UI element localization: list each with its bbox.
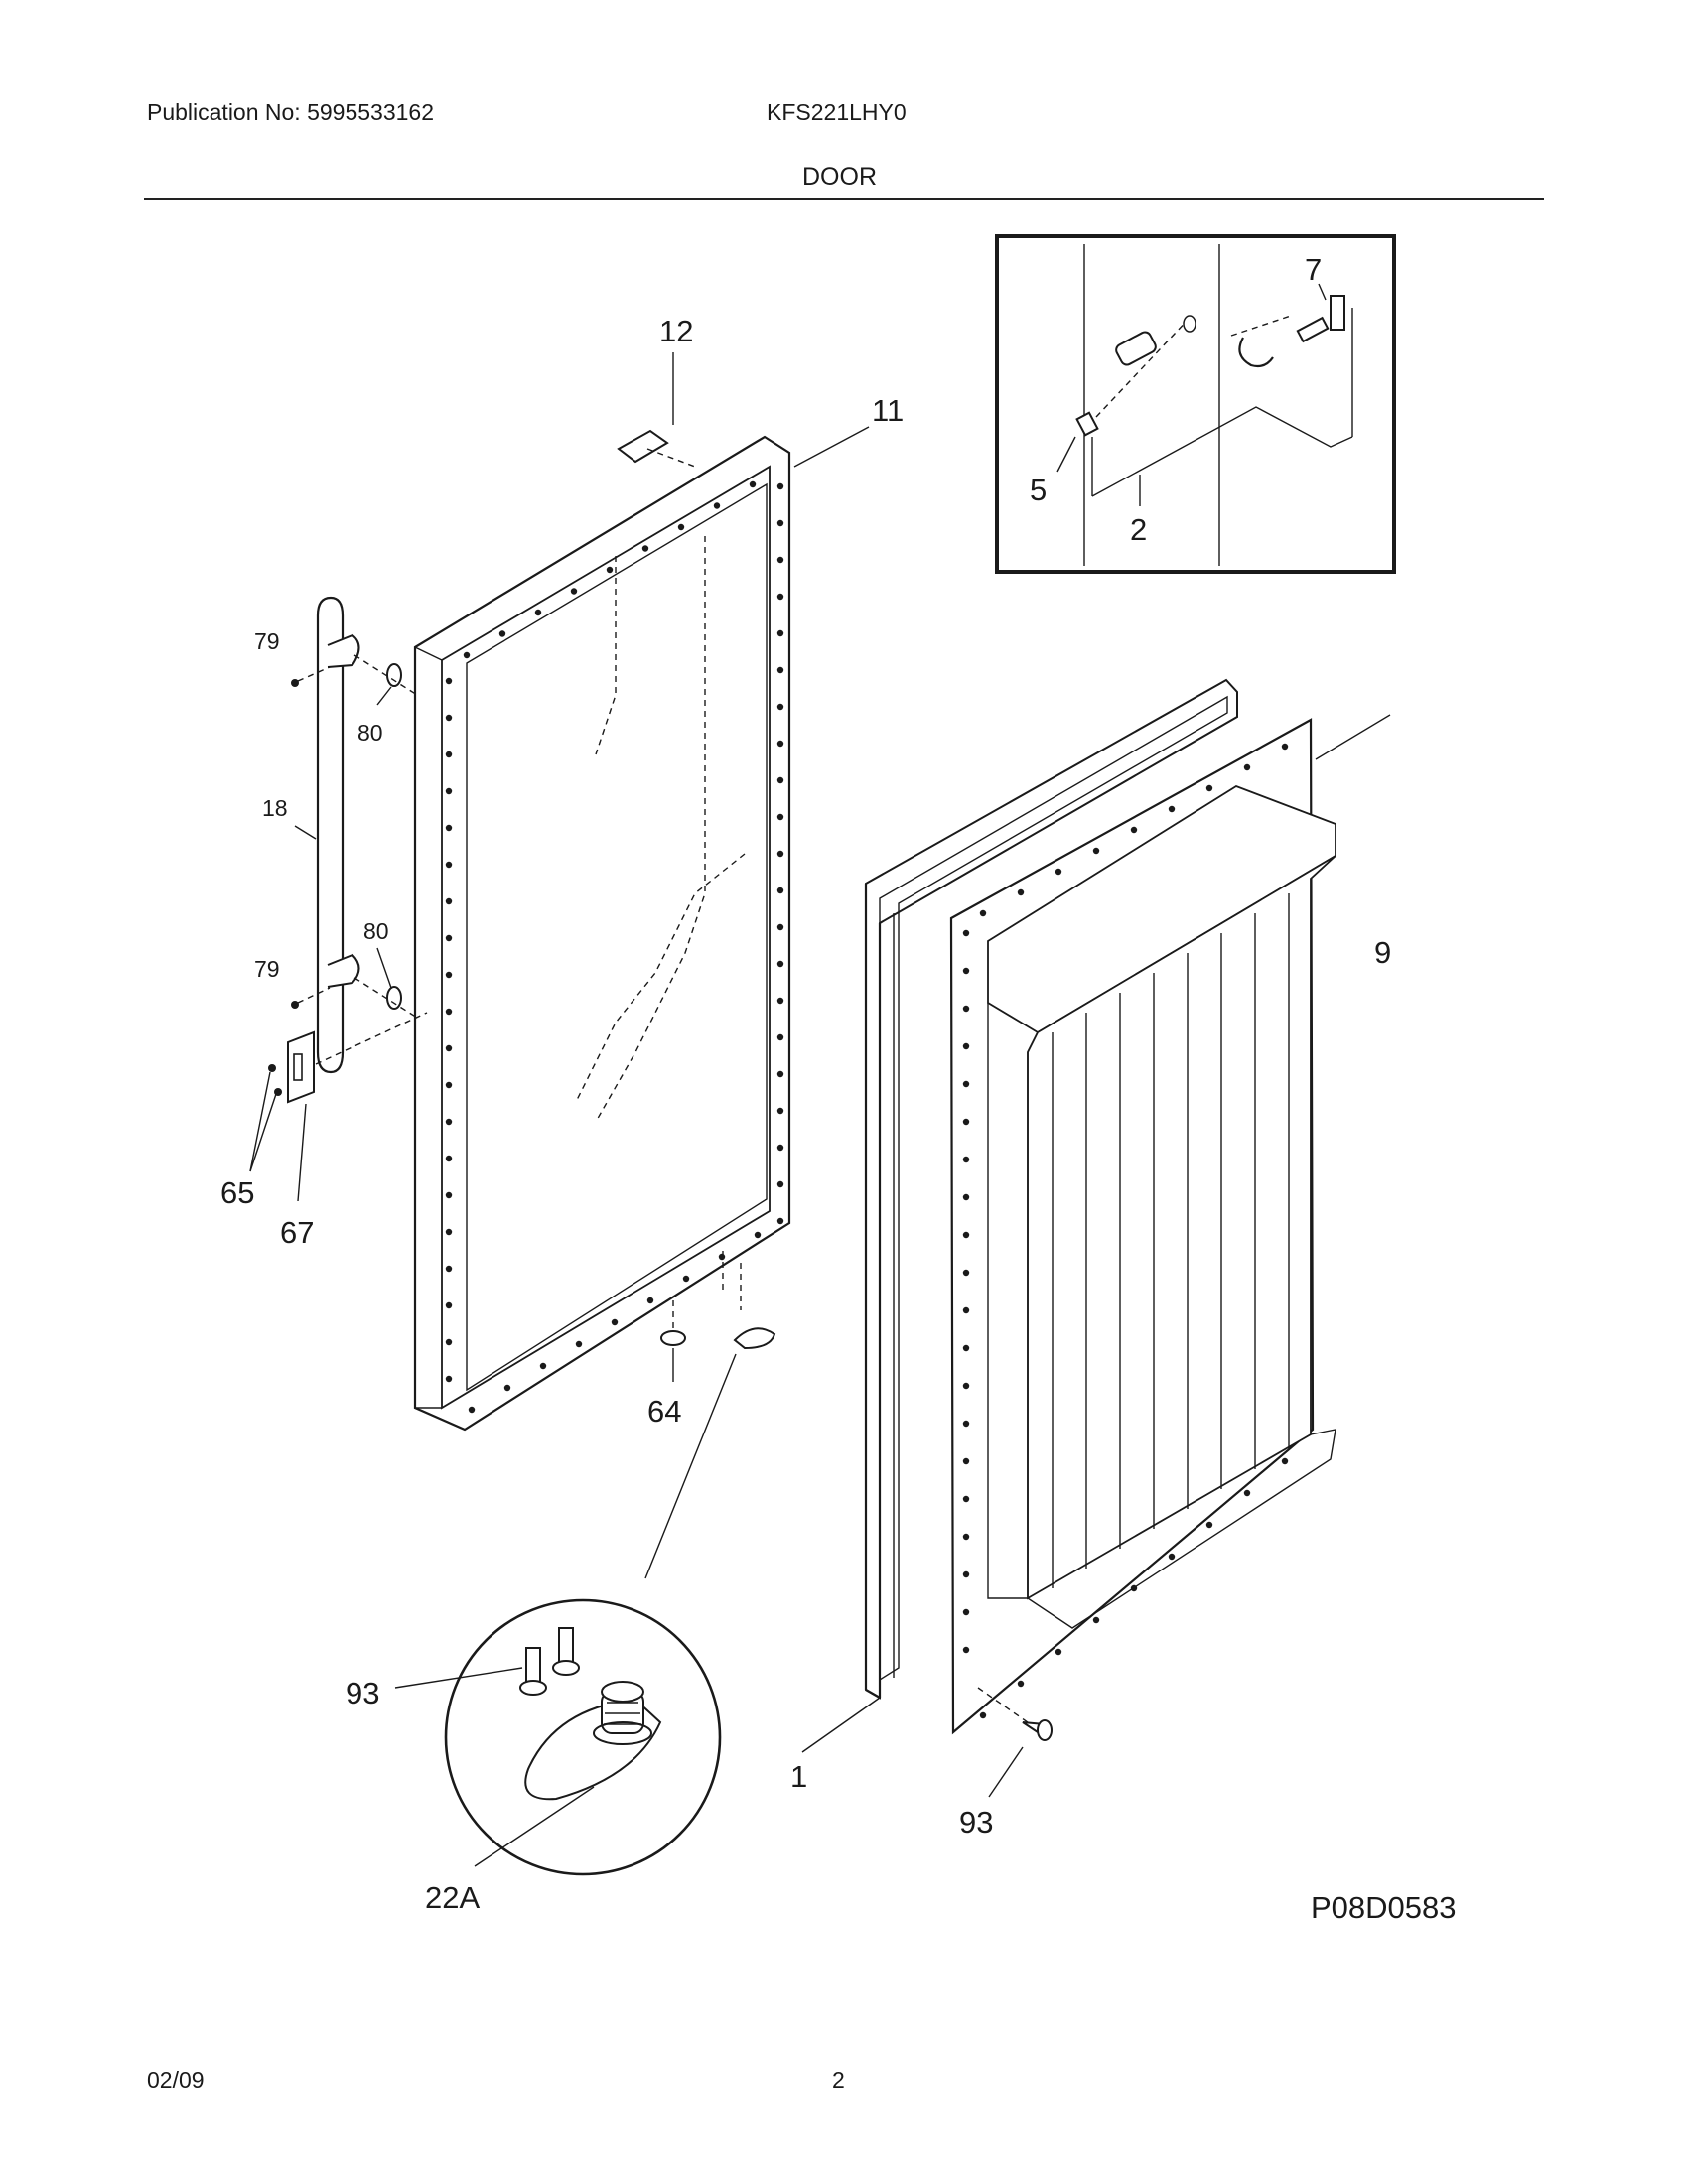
pivot-detail-circle: [394, 1598, 722, 1876]
door-outer-panel: [413, 435, 791, 1432]
lock-detail-inset: [995, 234, 1396, 574]
callout-64: 64: [647, 1394, 681, 1429]
callout-7: 7: [1305, 252, 1322, 287]
lock-cylinder-icon: [1075, 315, 1196, 437]
callout-12: 12: [659, 314, 693, 348]
callout-11: 11: [872, 393, 904, 428]
callout-67: 67: [280, 1215, 314, 1250]
lock-clip-icon: [1238, 337, 1274, 368]
callout-93: 93: [959, 1805, 993, 1840]
header-rule: [144, 198, 1544, 200]
callout-79-bottom: 79: [254, 956, 280, 982]
door-handle: [294, 596, 360, 1074]
bottom-hardware: [644, 1251, 776, 1579]
callout-80-top: 80: [357, 720, 383, 746]
callout-2: 2: [1130, 512, 1147, 547]
page-number: 2: [832, 2067, 845, 2093]
callout-80-bottom: 80: [363, 918, 389, 944]
callout-5: 5: [1030, 473, 1047, 507]
callout-9: 9: [1374, 935, 1391, 970]
key-icon: [1296, 316, 1330, 343]
diagram-reference: P08D0583: [1311, 1890, 1457, 1925]
door-bracket: [249, 1012, 428, 1202]
section-title: DOOR: [802, 163, 877, 191]
callout-65: 65: [220, 1175, 254, 1210]
footer-date: 02/09: [147, 2067, 205, 2093]
screw-holes: [445, 480, 784, 1414]
callout-93-detail: 93: [346, 1676, 379, 1710]
callout-1: 1: [790, 1759, 807, 1794]
label-plate: [617, 352, 696, 468]
callout-labels: 12 11 7 5 2 79 80 18 80 79 9 65 67 64 93…: [220, 252, 1391, 1915]
liner-ribs: [962, 743, 1290, 1719]
model-number: KFS221LHY0: [767, 99, 907, 125]
door-gasket: [801, 678, 1238, 1753]
publication-number: Publication No: 5995533162: [147, 99, 435, 125]
callout-22a: 22A: [425, 1880, 480, 1915]
handle-screws: [291, 654, 418, 1019]
door-inner-liner: [949, 714, 1391, 1798]
callout-18: 18: [262, 795, 288, 821]
callout-79-top: 79: [254, 628, 280, 654]
